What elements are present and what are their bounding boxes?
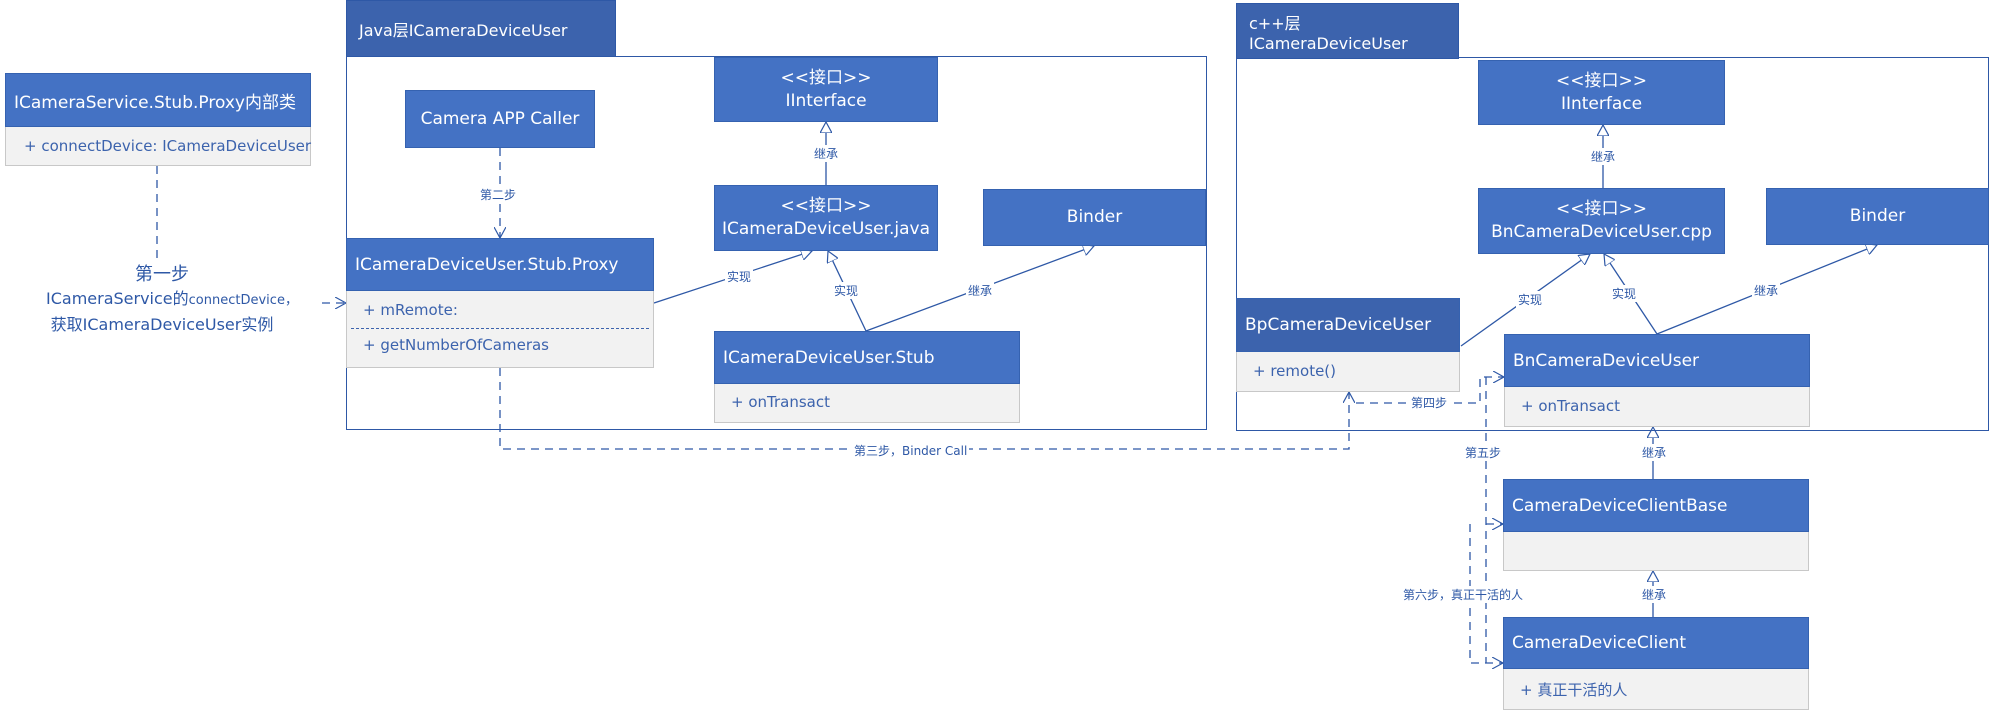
camera-device-client-title: CameraDeviceClient: [1503, 617, 1809, 669]
java-iinterface: <<接口>> IInterface: [714, 57, 938, 122]
cpp-binder-label: Binder: [1849, 206, 1906, 227]
java-stub-proxy-members: + mRemote: + getNumberOfCameras: [346, 291, 654, 368]
java-stub-proxy-title-text: ICameraDeviceUser.Stub.Proxy: [355, 254, 619, 275]
bn-title-text: BnCameraDeviceUser: [1513, 350, 1700, 371]
label-cpp-impl-bn: 实现: [1610, 285, 1639, 302]
java-stub-title: ICameraDeviceUser.Stub: [714, 331, 1020, 384]
client-base-title-text: CameraDeviceClientBase: [1512, 495, 1728, 516]
label-step4: 第四步: [1409, 394, 1450, 411]
bp-title-text: BpCameraDeviceUser: [1245, 315, 1432, 335]
step1-line1-method: connectDevice，: [188, 293, 298, 308]
bp-camera-device-user-title: BpCameraDeviceUser: [1236, 298, 1460, 352]
label-cpp-inherit-base: 继承: [1640, 444, 1669, 461]
java-layer-title: Java层ICameraDeviceUser: [359, 20, 568, 40]
label-step3: 第三步，Binder Call: [852, 442, 970, 459]
step1-line2: 获取ICameraDeviceUser实例: [50, 315, 274, 334]
cpp-binder: Binder: [1766, 188, 1989, 245]
java-icamera-device-user-interface: <<接口>> ICameraDeviceUser.java: [714, 185, 938, 251]
cpp-iinterface-name: IInterface: [1560, 93, 1643, 114]
label-cpp-inherit: 继承: [1589, 148, 1618, 165]
client-title-text: CameraDeviceClient: [1512, 633, 1687, 653]
cpp-iinterface-stereotype: <<接口>>: [1556, 70, 1647, 91]
bn-camera-device-user-members: + onTransact: [1504, 387, 1810, 427]
label-step2: 第二步: [478, 186, 519, 203]
java-binder: Binder: [983, 189, 1206, 246]
cpp-iinterface: <<接口>> IInterface: [1478, 60, 1725, 125]
java-stub-title-text: ICameraDeviceUser.Stub: [723, 347, 935, 368]
camera-app-caller-label: Camera APP Caller: [420, 108, 580, 129]
cpp-layer-title: c++层ICameraDeviceUser: [1249, 13, 1408, 53]
icamera-service-proxy-title: ICameraService.Stub.Proxy内部类: [5, 73, 311, 127]
connect-device-member: + connectDevice: ICameraDeviceUser: [24, 137, 312, 155]
camera-device-client-members: + 真正干活的人: [1503, 669, 1809, 710]
edge-step6-left: [1469, 524, 1503, 663]
cpp-bn-iface-stereotype: <<接口>>: [1556, 199, 1647, 220]
java-iinterface-name: IInterface: [785, 90, 867, 111]
label-java-impl-proxy: 实现: [725, 268, 754, 285]
step1-note: 第一步 ICameraService的connectDevice， 获取ICam…: [46, 263, 298, 337]
real-worker-member: + 真正干活的人: [1520, 681, 1628, 699]
cpp-layer-tab: c++层ICameraDeviceUser: [1236, 3, 1459, 59]
java-iinterface-stereotype: <<接口>>: [780, 67, 872, 88]
icamera-service-proxy-title-text: ICameraService.Stub.Proxy内部类: [14, 92, 296, 113]
cpp-bn-iface-name: BnCameraDeviceUser.cpp: [1491, 222, 1712, 242]
java-layer-tab: Java层ICameraDeviceUser: [346, 0, 616, 57]
m-remote-member: + mRemote:: [363, 301, 458, 319]
java-binder-label: Binder: [1066, 207, 1123, 228]
java-on-transact-member: + onTransact: [731, 393, 830, 411]
remote-member: + remote(): [1253, 362, 1337, 380]
cpp-bn-camera-device-user-interface: <<接口>> BnCameraDeviceUser.cpp: [1478, 188, 1725, 254]
label-java-impl-stub: 实现: [832, 282, 861, 299]
step1-title: 第一步: [135, 264, 189, 285]
label-java-inherit: 继承: [812, 145, 841, 162]
get-number-of-cameras-member: + getNumberOfCameras: [363, 336, 549, 354]
java-stub-proxy-title: ICameraDeviceUser.Stub.Proxy: [346, 238, 654, 291]
step1-line1: ICameraService的connectDevice，: [46, 287, 298, 313]
label-step6: 第六步，真正干活的人: [1401, 586, 1526, 603]
label-java-inherit-binder: 继承: [966, 282, 995, 299]
label-cpp-inherit-binder: 继承: [1752, 282, 1781, 299]
label-cpp-impl-bp: 实现: [1516, 291, 1545, 308]
java-iface-user-stereotype: <<接口>>: [780, 196, 872, 217]
camera-device-client-base-members: [1503, 532, 1809, 571]
label-step5: 第五步: [1463, 444, 1504, 461]
bp-camera-device-user-members: + remote(): [1236, 352, 1460, 392]
cpp-on-transact-member: + onTransact: [1521, 397, 1620, 415]
icamera-service-proxy-members: + connectDevice: ICameraDeviceUser: [5, 127, 311, 166]
java-stub-members: + onTransact: [714, 384, 1020, 423]
java-iface-user-name: ICameraDeviceUser.java: [721, 219, 931, 239]
step1-line1-prefix: ICameraService的: [46, 289, 189, 308]
camera-device-client-base-title: CameraDeviceClientBase: [1503, 479, 1809, 532]
label-cpp-inherit-client: 继承: [1640, 586, 1669, 603]
member-separator: [351, 328, 649, 329]
bn-camera-device-user-title: BnCameraDeviceUser: [1504, 334, 1810, 387]
camera-app-caller: Camera APP Caller: [405, 90, 595, 148]
